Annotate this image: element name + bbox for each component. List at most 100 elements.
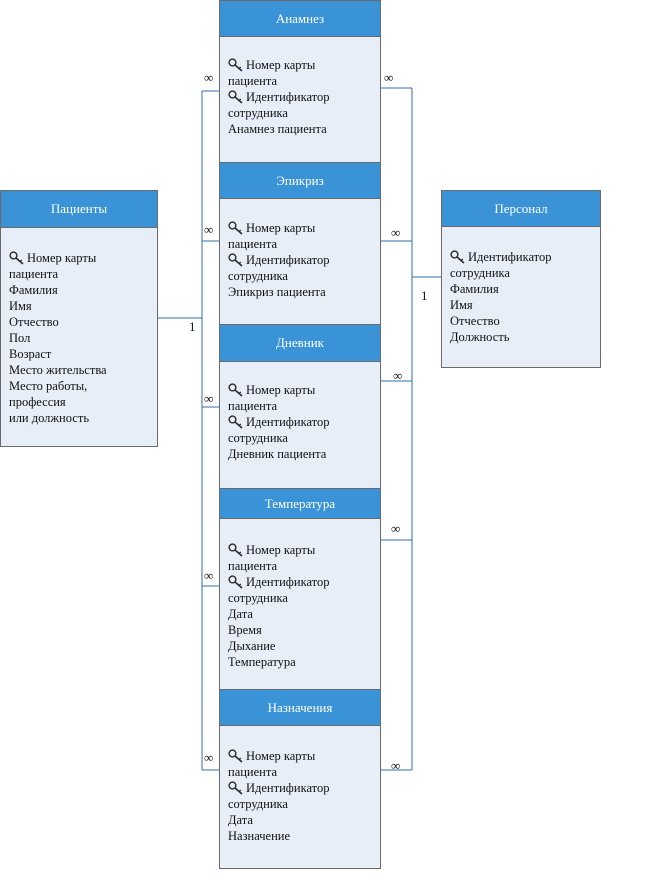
cardinality-left-temperature: ∞ xyxy=(204,568,214,583)
entity-temperature-title: Температура xyxy=(220,489,380,519)
key-icon xyxy=(228,253,245,268)
attribute-text: Имя xyxy=(450,298,473,312)
attribute: Температура xyxy=(228,654,380,670)
attribute-text: Идентификатор xyxy=(246,90,330,104)
attribute-text: Эпикриз пациента xyxy=(228,285,326,299)
key-icon xyxy=(228,575,245,590)
attribute: Дата xyxy=(228,812,380,828)
attribute-text: Номер карты xyxy=(246,749,316,763)
attribute-text: Время xyxy=(228,623,262,637)
attribute-text: Пол xyxy=(9,331,31,345)
attribute-text: или должность xyxy=(9,411,90,425)
attribute-text: профессия xyxy=(9,395,66,409)
attribute: Фамилия xyxy=(9,282,157,298)
key-icon xyxy=(450,250,467,265)
attribute-text: сотрудника xyxy=(228,431,288,445)
key-icon xyxy=(228,383,245,398)
key-attribute: сотрудника xyxy=(450,265,600,281)
attribute-text: сотрудника xyxy=(228,106,288,120)
attribute-text: Дата xyxy=(228,813,253,827)
cardinality-left-diary: ∞ xyxy=(204,391,214,406)
attribute-text: Анамнез пациента xyxy=(228,122,327,136)
attribute: Должность xyxy=(450,329,600,345)
cardinality-left-epicrisis: ∞ xyxy=(204,222,214,237)
attribute: Отчество xyxy=(450,313,600,329)
attribute-text: Номер карты xyxy=(246,543,316,557)
attribute-text: Идентификатор xyxy=(246,575,330,589)
attribute-text: Фамилия xyxy=(9,283,58,297)
attribute: Пол xyxy=(9,330,157,346)
attribute-text: Назначение xyxy=(228,829,291,843)
attribute: Эпикриз пациента xyxy=(228,284,380,300)
attribute-text: Идентификатор xyxy=(246,415,330,429)
attribute-text: Должность xyxy=(450,330,510,344)
attribute: Имя xyxy=(9,298,157,314)
attribute-text: пациента xyxy=(228,559,278,573)
key-attribute: Идентификатор xyxy=(228,414,380,430)
attribute: Назначение xyxy=(228,828,380,844)
attribute: Дата xyxy=(228,606,380,622)
entity-staff-title: Персонал xyxy=(442,191,600,227)
key-attribute: Номер карты xyxy=(228,220,380,236)
attribute-text: сотрудника xyxy=(450,266,510,280)
attribute: Фамилия xyxy=(450,281,600,297)
key-attribute: сотрудника xyxy=(228,430,380,446)
attribute-text: Температура xyxy=(228,655,296,669)
attribute: Дыхание xyxy=(228,638,380,654)
attribute-text: сотрудника xyxy=(228,797,288,811)
key-attribute: Идентификатор xyxy=(450,249,600,265)
key-attribute: пациента xyxy=(228,236,380,252)
attribute-text: Имя xyxy=(9,299,32,313)
attribute-text: Идентификатор xyxy=(246,253,330,267)
key-icon xyxy=(9,251,26,266)
attribute: Анамнез пациента xyxy=(228,121,380,137)
cardinality-patients: 1 xyxy=(189,319,196,334)
cardinality-right-prescriptions: ∞ xyxy=(391,758,401,773)
key-attribute: сотрудника xyxy=(228,268,380,284)
attribute-text: Дыхание xyxy=(228,639,276,653)
key-attribute: сотрудника xyxy=(228,590,380,606)
attribute-text: Дневник пациента xyxy=(228,447,327,461)
entity-epicrisis-title: Эпикриз xyxy=(220,163,380,199)
attribute: Дневник пациента xyxy=(228,446,380,462)
attribute: Возраст xyxy=(9,346,157,362)
attribute: или должность xyxy=(9,410,157,426)
attribute: Отчество xyxy=(9,314,157,330)
attribute-text: пациента xyxy=(228,399,278,413)
attribute-text: Идентификатор xyxy=(246,781,330,795)
attribute-text: Номер карты xyxy=(246,221,316,235)
key-attribute: Номер карты xyxy=(228,542,380,558)
cardinality-right-diary: ∞ xyxy=(393,368,403,383)
attribute: Имя xyxy=(450,297,600,313)
attribute-text: Отчество xyxy=(9,315,59,329)
key-attribute: Номер карты xyxy=(228,382,380,398)
attribute-text: сотрудника xyxy=(228,591,288,605)
attribute-text: Дата xyxy=(228,607,253,621)
key-attribute: Идентификатор xyxy=(228,252,380,268)
key-attribute: Идентификатор xyxy=(228,574,380,590)
cardinality-right-temperature: ∞ xyxy=(391,521,401,536)
attribute-text: Место жительства xyxy=(9,363,107,377)
key-attribute: Идентификатор xyxy=(228,89,380,105)
entity-diary-title: Дневник xyxy=(220,325,380,362)
key-icon xyxy=(228,415,245,430)
attribute-text: Место работы, xyxy=(9,379,88,393)
key-icon xyxy=(228,543,245,558)
attribute: Время xyxy=(228,622,380,638)
key-attribute: пациента xyxy=(228,73,380,89)
key-attribute: Номер карты xyxy=(228,57,380,73)
key-attribute: пациента xyxy=(9,266,157,282)
key-attribute: Номер карты xyxy=(9,250,157,266)
